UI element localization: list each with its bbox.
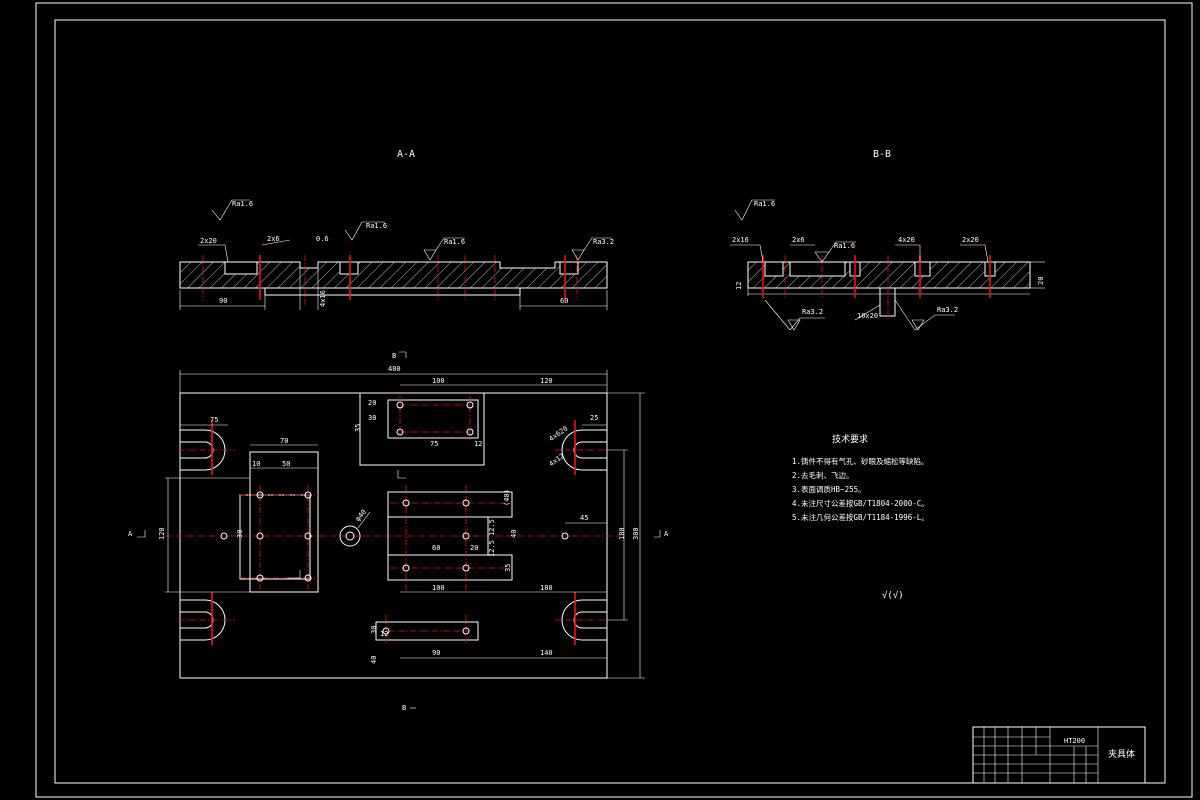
svg-text:Ra1.6: Ra1.6 <box>232 200 253 208</box>
svg-text:2x6: 2x6 <box>792 236 805 244</box>
part-number: HT200 <box>1064 737 1085 745</box>
outer-frame <box>35 2 1193 798</box>
svg-text:70: 70 <box>280 437 288 445</box>
svg-text:12.5: 12.5 <box>488 540 496 557</box>
svg-text:10x20: 10x20 <box>857 312 878 320</box>
svg-text:1.铸件不得有气孔、砂眼及缩松等缺陷。: 1.铸件不得有气孔、砂眼及缩松等缺陷。 <box>792 456 929 466</box>
svg-text:90: 90 <box>432 649 440 657</box>
svg-text:30: 30 <box>368 414 376 422</box>
svg-text:120: 120 <box>158 527 166 540</box>
svg-text:4x20: 4x20 <box>898 236 915 244</box>
mid-plate-upper <box>387 491 513 518</box>
svg-text:Ra1.6: Ra1.6 <box>754 200 775 208</box>
svg-text:300: 300 <box>632 527 640 540</box>
svg-text:30: 30 <box>236 530 244 538</box>
section-bb: B-B Ra1.6 Ra1.6 Ra3.2 Ra3.2 2x16 2x6 <box>730 149 1045 331</box>
u-slot-bottom-right <box>561 599 607 641</box>
svg-text:60: 60 <box>432 544 440 552</box>
svg-text:400: 400 <box>388 365 401 373</box>
svg-text:75: 75 <box>210 416 218 424</box>
aa-pocket-1 <box>224 261 258 275</box>
roughness-symbol: √(√) <box>882 590 904 601</box>
svg-text:60: 60 <box>560 297 568 305</box>
plate-outline <box>179 392 608 679</box>
svg-text:2x20: 2x20 <box>962 236 979 244</box>
svg-text:90: 90 <box>219 297 227 305</box>
mid-plate-lower <box>387 554 513 581</box>
section-bb-title: B-B <box>873 149 891 160</box>
svg-text:0.6: 0.6 <box>316 235 329 243</box>
svg-text:φ40: φ40 <box>354 508 368 523</box>
svg-text:20: 20 <box>368 399 376 407</box>
inner-frame <box>54 19 1166 784</box>
svg-text:12: 12 <box>474 440 482 448</box>
svg-text:40: 40 <box>370 656 378 664</box>
svg-text:Ra3.2: Ra3.2 <box>802 308 823 316</box>
part-name: 夹具体 <box>1108 748 1135 760</box>
section-aa: A-A Ra1.6 Ra1.6 Ra1.6 Ra3.2 2x20 2x6 <box>179 149 614 310</box>
svg-text:20: 20 <box>470 544 478 552</box>
bottom-plate <box>375 621 479 641</box>
svg-text:A: A <box>664 530 669 538</box>
svg-text:2x20: 2x20 <box>200 237 217 245</box>
svg-text:20: 20 <box>1037 277 1045 285</box>
svg-text:Ra1.6: Ra1.6 <box>366 222 387 230</box>
svg-text:12: 12 <box>735 282 743 290</box>
svg-text:100: 100 <box>432 584 445 592</box>
svg-text:B: B <box>392 352 396 360</box>
tech-req-title: 技术要求 <box>832 433 868 445</box>
u-slot-top-right <box>561 429 607 471</box>
svg-text:180: 180 <box>540 584 553 592</box>
section-aa-title: A-A <box>397 149 415 160</box>
svg-text:120: 120 <box>540 377 553 385</box>
svg-text:2x16: 2x16 <box>732 236 749 244</box>
svg-text:4x16: 4x16 <box>319 290 327 307</box>
svg-text:140: 140 <box>540 649 553 657</box>
svg-text:40: 40 <box>510 530 518 538</box>
svg-text:100: 100 <box>432 377 445 385</box>
svg-text:Ra3.2: Ra3.2 <box>937 306 958 314</box>
plan-view: B B A A 400 100 120 75 <box>128 351 669 712</box>
svg-text:4x12: 4x12 <box>548 452 566 468</box>
svg-text:3.表面调质HB~255。: 3.表面调质HB~255。 <box>792 484 866 494</box>
svg-text:2.去毛刺、飞边。: 2.去毛刺、飞边。 <box>792 470 854 480</box>
svg-text:50: 50 <box>282 460 290 468</box>
svg-text:30: 30 <box>370 626 378 634</box>
svg-text:Ra3.2: Ra3.2 <box>593 238 614 246</box>
svg-text:Ra1.6: Ra1.6 <box>834 242 855 250</box>
svg-text:75: 75 <box>430 440 438 448</box>
svg-text:180: 180 <box>618 527 626 540</box>
top-center-plate <box>359 392 485 466</box>
title-block: HT200 夹具体 <box>972 726 1146 784</box>
svg-text:2x6: 2x6 <box>267 235 280 243</box>
svg-text:25: 25 <box>590 414 598 422</box>
svg-text:10: 10 <box>252 460 260 468</box>
svg-text:5.未注几何公差按GB/T1184-1996-L。: 5.未注几何公差按GB/T1184-1996-L。 <box>792 512 929 522</box>
svg-text:(40): (40) <box>503 489 511 506</box>
svg-text:Ra1.6: Ra1.6 <box>444 238 465 246</box>
svg-text:35: 35 <box>504 564 512 572</box>
svg-text:A: A <box>128 530 133 538</box>
svg-text:12.5: 12.5 <box>488 519 496 536</box>
center-bore <box>339 525 361 547</box>
svg-text:45: 45 <box>580 514 588 522</box>
svg-text:12: 12 <box>380 630 388 638</box>
svg-text:4.未注尺寸公差按GB/T1804-2000-C。: 4.未注尺寸公差按GB/T1804-2000-C。 <box>792 498 929 508</box>
section-aa-body <box>179 261 608 289</box>
tech-requirements: 技术要求 1.铸件不得有气孔、砂眼及缩松等缺陷。 2.去毛刺、飞边。 3.表面调… <box>792 433 929 601</box>
svg-text:4x620: 4x620 <box>548 425 570 444</box>
svg-text:B: B <box>402 704 406 712</box>
svg-text:35: 35 <box>354 424 362 432</box>
